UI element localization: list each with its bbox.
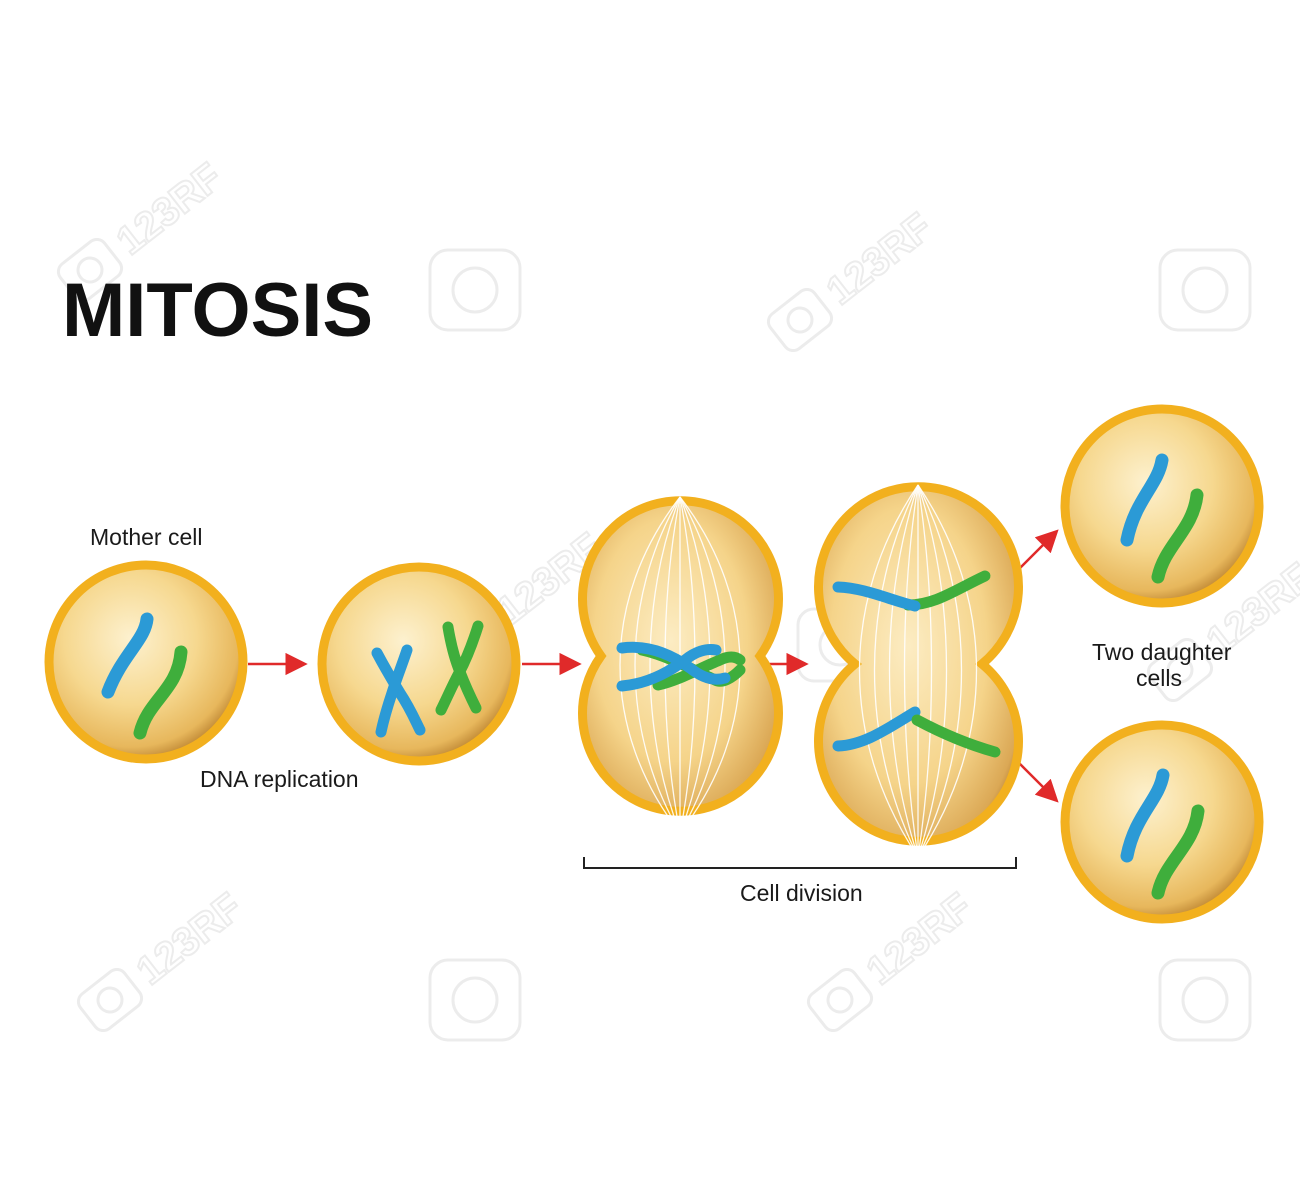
watermark-text: 123RF: [859, 885, 981, 994]
mother-cell-label: Mother cell: [90, 524, 202, 550]
chromosome-green-chromatid: [652, 651, 746, 691]
chromosome-blue-chromatid: [616, 644, 722, 692]
mother-cell: [44, 560, 248, 764]
chromosome-green: [1151, 488, 1204, 584]
spindle-fibers: [858, 484, 978, 858]
chromosome-green: [1151, 804, 1205, 900]
cell-division-bracket: [583, 857, 1017, 869]
cell-division-label: Cell division: [740, 880, 863, 906]
chromosome-blue: [101, 612, 154, 699]
chromosome-blue: [1120, 768, 1170, 863]
watermark-logo-icon: [1158, 248, 1252, 332]
chromosome-blue: [1120, 453, 1169, 547]
chromosome-blue-upper: [832, 581, 921, 612]
watermark-logo-icon: [428, 248, 522, 332]
chromosome-blue-lower: [832, 706, 921, 752]
chromosome-green: [133, 645, 188, 740]
arrow-to-bottom-daughter: [1017, 761, 1059, 803]
daughter-cell-bottom: [1060, 720, 1264, 924]
chromosome-blue-chromatid: [375, 644, 413, 738]
replication-cell: [317, 562, 521, 766]
chromosome-green-chromatid: [435, 620, 484, 716]
watermark-text: 123RF: [819, 205, 941, 314]
watermark-text: 123RF: [109, 155, 231, 264]
arrow-to-top-daughter: [1017, 529, 1059, 571]
watermark-logo-icon: 123RF: [766, 204, 941, 353]
chromosome-green-lower: [911, 714, 1001, 758]
dividing-cell-telophase: [814, 482, 1023, 858]
page-title: MITOSIS: [62, 268, 373, 353]
watermark-logo-icon: [428, 958, 522, 1042]
chromosome-blue-chromatid: [371, 647, 426, 736]
chromosome-blue-chromatid: [616, 641, 731, 685]
daughter-cells-label-line2: cells: [1136, 665, 1182, 691]
dna-replication-label: DNA replication: [200, 766, 359, 792]
watermark-logo-icon: 123RF: [76, 884, 251, 1033]
watermark-logo-icon: 123RF: [806, 884, 981, 1033]
daughter-cell-top: [1060, 404, 1264, 608]
daughter-cells-label-line1: Two daughter: [1092, 639, 1232, 665]
watermark-logo-icon: [1158, 958, 1252, 1042]
watermark-text: 123RF: [129, 885, 251, 994]
dividing-cell-metaphase: [578, 496, 783, 834]
